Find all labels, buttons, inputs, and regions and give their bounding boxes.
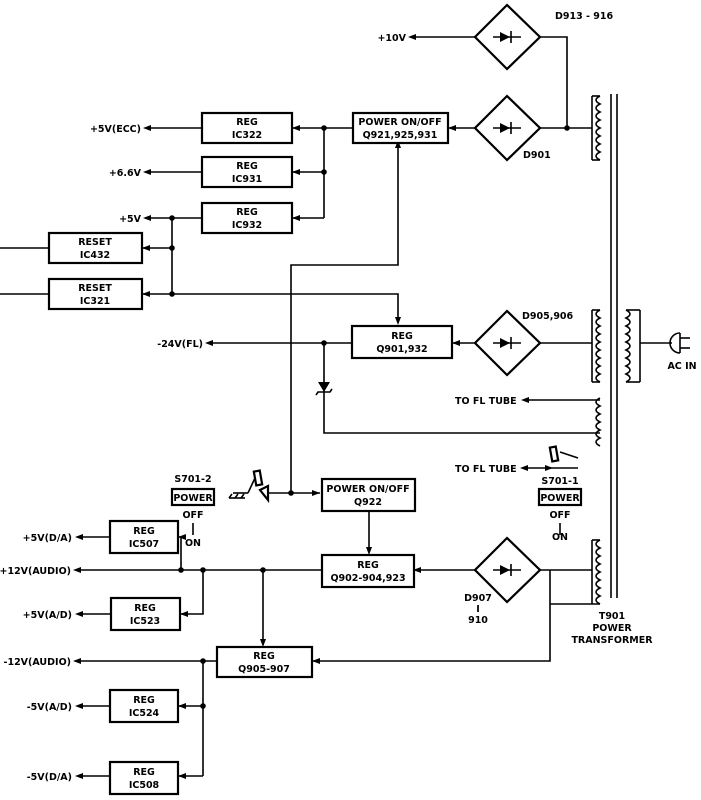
block-label: REG bbox=[133, 695, 155, 706]
switch-name: S701-2 bbox=[174, 474, 211, 485]
block-label: REG bbox=[133, 526, 155, 537]
switch-off: OFF bbox=[182, 510, 203, 521]
ac-in-label: AC IN bbox=[667, 361, 696, 372]
rail-label: -12V(AUDIO) bbox=[4, 657, 71, 668]
block-reg-ic508: REG IC508 bbox=[108, 760, 180, 796]
block-reg-ic507: REG IC507 bbox=[108, 519, 180, 555]
block-id: IC524 bbox=[129, 708, 160, 719]
block-label: REG bbox=[236, 161, 258, 172]
switch-off: OFF bbox=[549, 510, 570, 521]
diode-label: D901 bbox=[523, 150, 551, 161]
transformer-label: T901 bbox=[599, 611, 625, 622]
transformer-label: TRANSFORMER bbox=[571, 635, 653, 646]
block-reg-ic931: REG IC931 bbox=[200, 155, 294, 189]
diode-label: 910 bbox=[468, 615, 488, 626]
bridge-d913 bbox=[473, 3, 542, 71]
diode-label: D913 - 916 bbox=[555, 11, 613, 22]
rail-label: +5V bbox=[119, 214, 142, 225]
switch-name: S701-1 bbox=[541, 476, 578, 487]
block-power-q922: POWER ON/OFF Q922 bbox=[320, 477, 417, 513]
block-reg-q901: REG Q901,932 bbox=[350, 324, 454, 360]
zener-diode bbox=[315, 382, 333, 396]
block-reset-ic321: RESET IC321 bbox=[47, 277, 144, 311]
block-label: REG bbox=[253, 651, 275, 662]
rail-label: +5V(A/D) bbox=[23, 610, 72, 621]
block-reg-ic524: REG IC524 bbox=[108, 688, 180, 724]
rail-label: +5V(D/A) bbox=[23, 533, 72, 544]
fl-tube-label: TO FL TUBE bbox=[455, 396, 517, 407]
block-reset-ic432: RESET IC432 bbox=[47, 231, 144, 265]
junction-dots bbox=[169, 125, 570, 709]
block-id: IC523 bbox=[130, 616, 160, 627]
diode-label: D907 bbox=[464, 593, 492, 604]
diode-label: I bbox=[476, 604, 480, 615]
rail-label: +6.6V bbox=[109, 168, 142, 179]
block-id: Q905-907 bbox=[238, 664, 290, 675]
bridge-d905 bbox=[473, 309, 542, 377]
switch-fl-icon bbox=[545, 445, 579, 471]
block-id: IC932 bbox=[232, 220, 262, 231]
switch-on: ON bbox=[552, 532, 568, 543]
transformer-label: POWER bbox=[592, 623, 632, 634]
block-label: REG bbox=[133, 767, 155, 778]
block-id: IC931 bbox=[232, 174, 262, 185]
block-reg-q905: REG Q905-907 bbox=[215, 645, 314, 679]
block-reg-ic322: REG IC322 bbox=[200, 111, 294, 145]
block-id: IC321 bbox=[80, 296, 110, 307]
rail-label: +12V(AUDIO) bbox=[0, 566, 71, 577]
switch-s701-2: S701-2 POWER OFF ON bbox=[170, 474, 216, 549]
transformer-t901 bbox=[550, 94, 641, 605]
block-label: RESET bbox=[78, 283, 112, 294]
switch-label: POWER bbox=[540, 493, 580, 504]
block-id: Q902-904,923 bbox=[330, 573, 405, 584]
rail-label: +10V bbox=[377, 33, 406, 44]
block-reg-ic932: REG IC932 bbox=[200, 201, 294, 235]
block-label: POWER ON/OFF bbox=[326, 484, 409, 495]
switch-on: ON bbox=[185, 538, 201, 549]
wiring bbox=[0, 34, 672, 779]
block-label: REG bbox=[134, 603, 156, 614]
rail-label: +5V(ECC) bbox=[90, 124, 141, 135]
rail-label: -5V(D/A) bbox=[27, 772, 72, 783]
bridge-d907 bbox=[473, 536, 542, 604]
block-power-q921: POWER ON/OFF Q921,925,931 bbox=[351, 111, 450, 145]
block-id: IC432 bbox=[80, 250, 110, 261]
switch-s701-1: S701-1 POWER OFF ON bbox=[537, 476, 583, 543]
block-id: Q921,925,931 bbox=[363, 130, 438, 141]
component-labels: D913 - 916 D901 D905,906 D907 I 910 TO F… bbox=[455, 11, 697, 646]
block-label: REG bbox=[236, 207, 258, 218]
rail-label: -24V(FL) bbox=[157, 339, 203, 350]
block-label: REG bbox=[236, 117, 258, 128]
block-id: Q922 bbox=[354, 497, 382, 508]
block-reg-ic523: REG IC523 bbox=[109, 596, 182, 632]
block-id: IC507 bbox=[129, 539, 159, 550]
fl-tube-label: TO FL TUBE bbox=[455, 464, 517, 475]
block-id: IC322 bbox=[232, 130, 262, 141]
bridge-d901 bbox=[473, 94, 542, 162]
switch-ground-icon bbox=[228, 469, 270, 504]
switch-label: POWER bbox=[173, 493, 213, 504]
block-id: IC508 bbox=[129, 780, 160, 791]
diode-label: D905,906 bbox=[522, 311, 574, 322]
block-label: RESET bbox=[78, 237, 112, 248]
block-label: REG bbox=[357, 560, 379, 571]
rail-labels: +10V +5V(ECC) +6.6V +5V -24V(FL) +5V(D/A… bbox=[0, 33, 407, 783]
block-label: POWER ON/OFF bbox=[358, 117, 441, 128]
block-id: Q901,932 bbox=[376, 344, 427, 355]
block-reg-q902: REG Q902-904,923 bbox=[320, 553, 416, 589]
block-label: REG bbox=[391, 331, 413, 342]
rail-label: -5V(A/D) bbox=[27, 702, 72, 713]
ac-plug-icon bbox=[669, 332, 690, 354]
